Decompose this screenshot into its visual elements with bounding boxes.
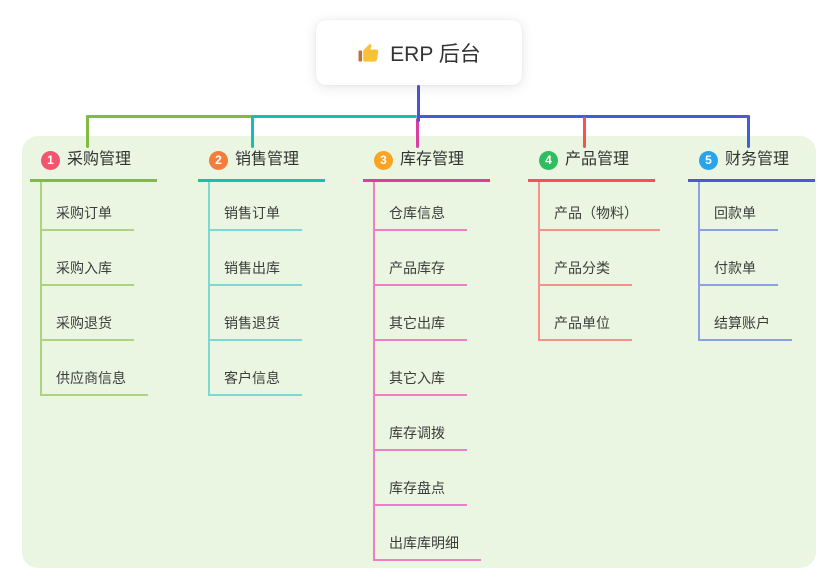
branch-subtrunk-line	[40, 182, 42, 395]
bus-segment-finance	[419, 115, 750, 118]
branch-child-node[interactable]: 出库库明细	[373, 534, 481, 561]
branch-child-node[interactable]: 产品单位	[538, 314, 632, 341]
branch-child-node[interactable]: 仓库信息	[373, 204, 467, 231]
drop-connector-purchase	[86, 115, 89, 148]
branch-number-badge: 1	[41, 150, 60, 170]
drop-connector-finance	[747, 115, 750, 148]
branch-label: 销售管理	[235, 151, 300, 168]
bus-segment-sales	[252, 115, 417, 118]
branch-number-badge: 5	[699, 150, 718, 170]
branch-child-node[interactable]: 结算账户	[698, 314, 792, 341]
branch-label: 财务管理	[725, 151, 790, 168]
branch-child-node[interactable]: 库存盘点	[373, 479, 467, 506]
branch-label: 采购管理	[67, 151, 132, 168]
branch-child-node[interactable]: 供应商信息	[40, 369, 148, 396]
branch-number-badge: 2	[209, 150, 228, 170]
branch-subtrunk-line	[538, 182, 540, 340]
branch-subtrunk-line	[373, 182, 375, 560]
branch-head-purchase[interactable]: 1 采购管理	[30, 150, 158, 182]
branch-child-node[interactable]: 库存调拨	[373, 424, 467, 451]
bus-segment-purchase	[86, 115, 253, 118]
branch-child-node[interactable]: 付款单	[698, 259, 778, 286]
drop-connector-product	[583, 117, 586, 148]
branch-child-node[interactable]: 产品分类	[538, 259, 632, 286]
branches-panel	[22, 136, 816, 568]
root-node[interactable]: ERP 后台	[316, 20, 522, 85]
branch-child-node[interactable]: 销售出库	[208, 259, 302, 286]
branch-label: 库存管理	[400, 151, 465, 168]
branch-child-node[interactable]: 销售退货	[208, 314, 302, 341]
branch-child-node[interactable]: 其它出库	[373, 314, 467, 341]
branch-child-node[interactable]: 采购入库	[40, 259, 134, 286]
drop-connector-inventory	[416, 118, 419, 148]
branch-child-node[interactable]: 销售订单	[208, 204, 302, 231]
drop-connector-sales	[251, 115, 254, 148]
branch-child-node[interactable]: 产品（物料）	[538, 204, 660, 231]
branch-number-badge: 4	[539, 150, 558, 170]
branch-head-finance[interactable]: 5 财务管理	[688, 150, 816, 182]
branch-subtrunk-line	[698, 182, 700, 340]
branch-number-badge: 3	[374, 150, 393, 170]
branch-label: 产品管理	[565, 151, 630, 168]
branch-head-product[interactable]: 4 产品管理	[528, 150, 656, 182]
thumbs-up-icon	[357, 41, 381, 65]
branch-child-node[interactable]: 客户信息	[208, 369, 302, 396]
root-title: ERP 后台	[390, 42, 481, 66]
branch-child-node[interactable]: 采购订单	[40, 204, 134, 231]
branch-child-node[interactable]: 采购退货	[40, 314, 134, 341]
branch-subtrunk-line	[208, 182, 210, 395]
root-trunk-line	[417, 85, 420, 122]
branch-child-node[interactable]: 其它入库	[373, 369, 467, 396]
branch-child-node[interactable]: 产品库存	[373, 259, 467, 286]
branch-child-node[interactable]: 回款单	[698, 204, 778, 231]
branch-head-sales[interactable]: 2 销售管理	[198, 150, 326, 182]
branch-head-inventory[interactable]: 3 库存管理	[363, 150, 491, 182]
